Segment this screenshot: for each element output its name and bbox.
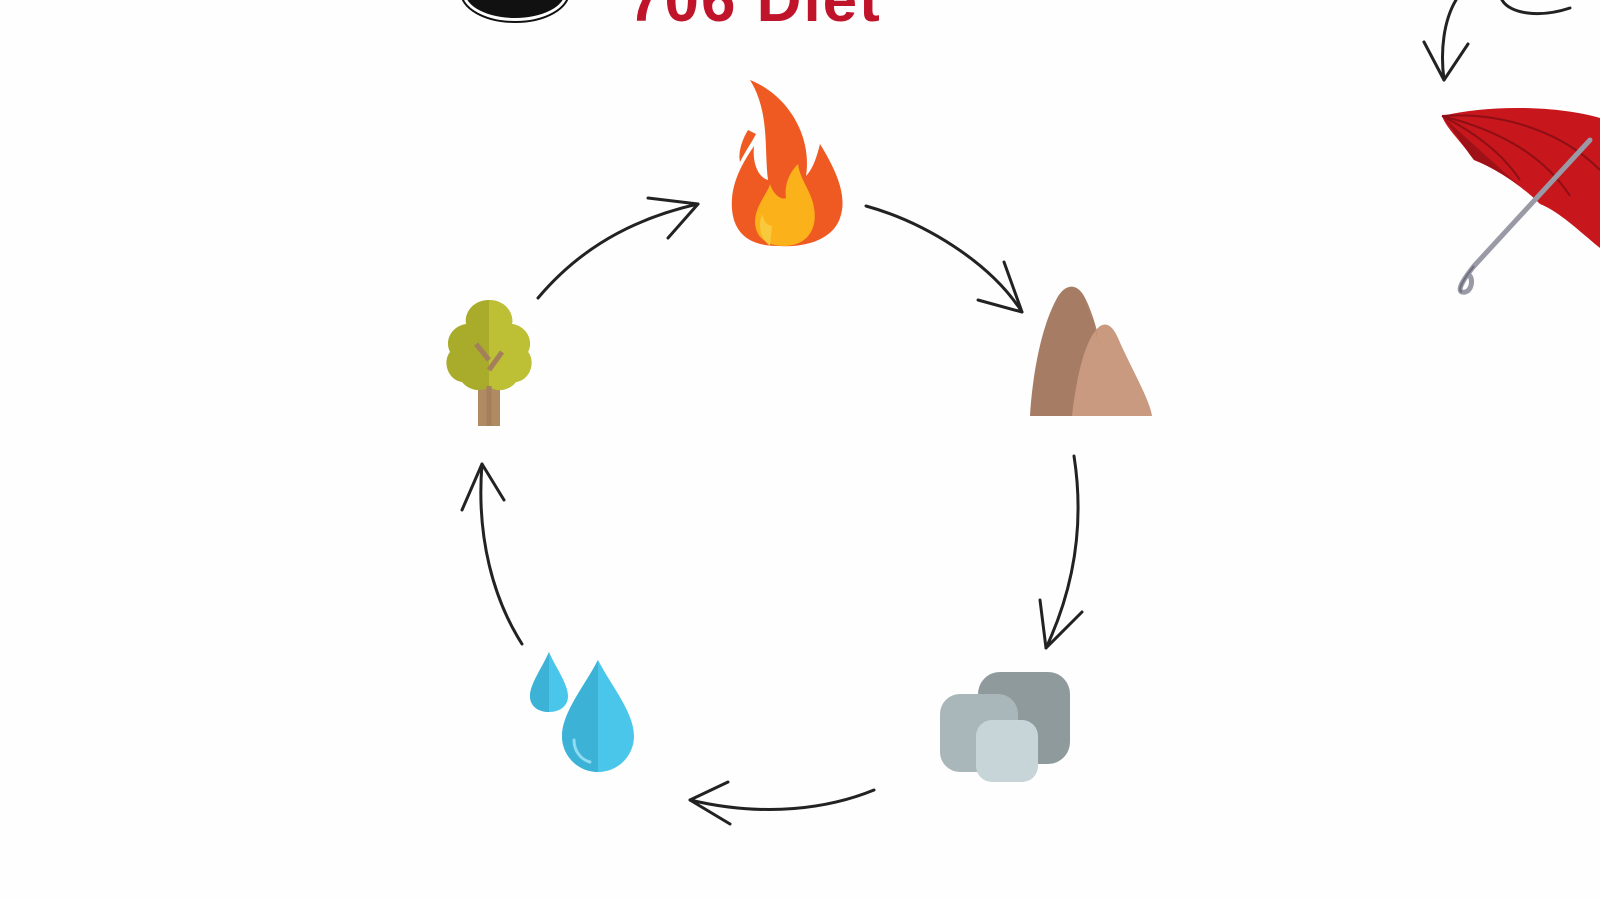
stones-icon [940, 672, 1070, 782]
umbrella-icon [1441, 107, 1600, 295]
arrow-metal-to-water [688, 780, 876, 826]
tree-icon [446, 300, 532, 426]
curly-arrow [1422, 0, 1572, 82]
mountain-icon [1030, 286, 1152, 416]
arrow-earth-to-metal [1038, 454, 1084, 650]
arrow-water-to-wood [460, 462, 524, 646]
water-drops-icon [530, 652, 634, 772]
arrow-wood-to-fire [536, 196, 700, 300]
brand-text: 706 Diet [628, 0, 882, 35]
fire-icon [731, 80, 843, 247]
arrow-fire-to-earth [864, 204, 1024, 314]
brand-logo-icon [461, 0, 569, 23]
